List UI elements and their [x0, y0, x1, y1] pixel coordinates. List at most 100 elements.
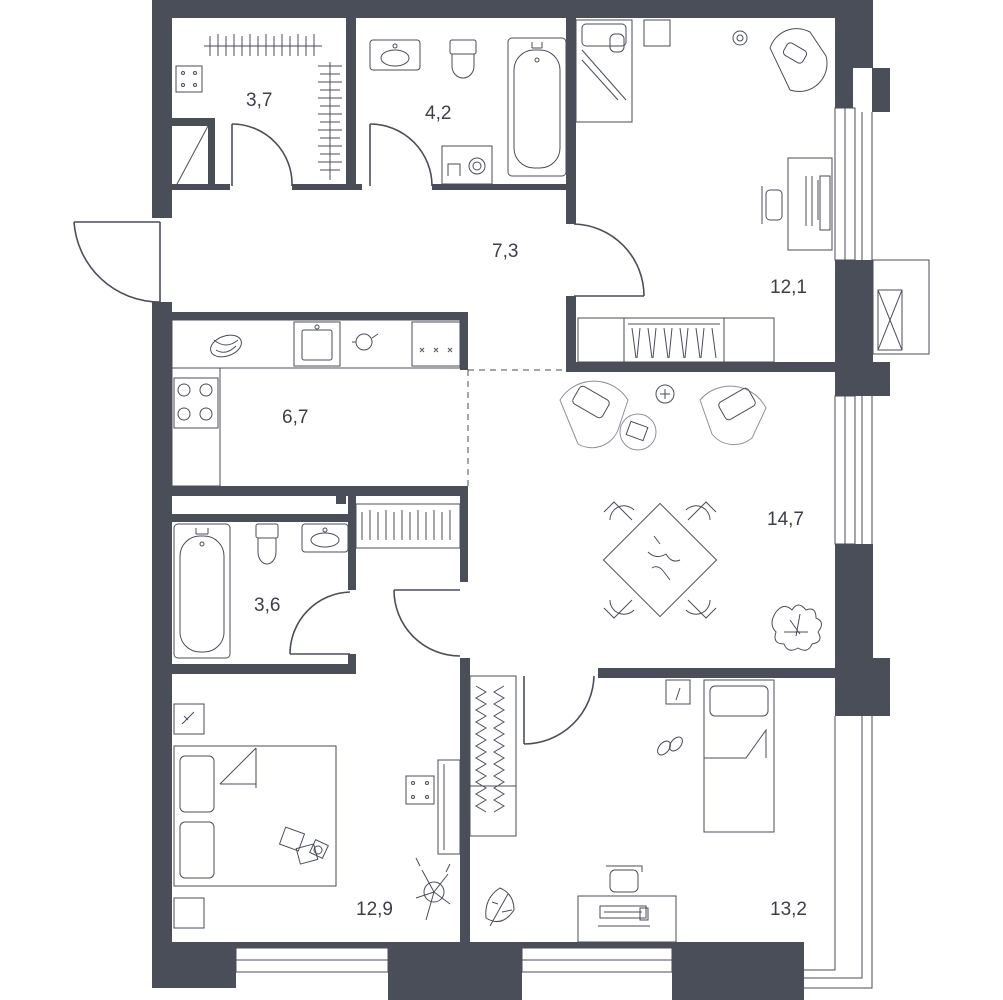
area-labels: 3,7 4,2 7,3 12,1 6,7 14,7 3,6 12,9 13,2: [246, 90, 807, 920]
bedroom2-clothes-pile: [278, 826, 329, 865]
area-label-bedroom-2: 12,9: [356, 899, 393, 920]
hall-wardrobe: [355, 503, 461, 549]
closet-rail-top: [204, 34, 322, 56]
area-label-bathroom-1: 4,2: [425, 103, 451, 124]
wall-bottom-mid: [388, 942, 522, 1000]
dining-table: [602, 501, 718, 619]
bedroom3-bed: [703, 679, 775, 833]
kitchen-counter-left: [171, 367, 221, 487]
closet-rail-side: [318, 62, 342, 180]
bedroom1-desk: [787, 157, 833, 251]
bedroom2-nightstand-top: [173, 703, 205, 735]
wall-top-right: [835, 0, 853, 108]
bedroom1-wardrobe: [577, 317, 775, 363]
bedroom1-bed: [575, 19, 633, 123]
wall-bedroom1-bottom: [566, 362, 836, 372]
bath2-toilet-tank: [255, 523, 279, 539]
bedroom1-armchair: [769, 28, 828, 92]
entrance-door-swing: [73, 221, 161, 303]
bath1-door-swing: [369, 123, 433, 187]
wall-pier-1: [872, 68, 890, 112]
teddy-bear: [609, 33, 625, 53]
bath2-toilet: [257, 537, 277, 565]
wall-bottom-left: [152, 942, 236, 988]
area-label-walk-in-closet: 3,7: [246, 90, 272, 111]
bath2-sink: [301, 523, 349, 553]
walls: [152, 0, 890, 1000]
bath2-bathtub: [173, 523, 231, 659]
area-label-bedroom-1: 12,1: [770, 277, 807, 298]
doors: [73, 123, 834, 745]
area-label-hallway: 7,3: [492, 241, 518, 262]
wall-left-lower: [152, 302, 172, 988]
bedroom3-plant: [485, 887, 515, 927]
closet-ottoman: [175, 65, 203, 93]
wall-closet-niche-top: [172, 118, 214, 126]
bath2-door-swing: [289, 591, 351, 655]
wall-closet2-right: [460, 486, 468, 582]
wall-bath-bottom: [432, 184, 574, 190]
bath1-washing-machine: [441, 145, 493, 185]
bedroom3-nightstand: [665, 679, 691, 705]
wall-top: [152, 0, 835, 18]
bedroom2-plant: [415, 857, 451, 921]
wall-closet-bottom-r: [292, 184, 362, 190]
wall-bath2-bottom-stub: [348, 654, 356, 674]
wall-right-pier-3: [835, 362, 890, 396]
wall-bedroom1-left-lower: [566, 296, 576, 370]
bedroom1-plant-pot: [732, 30, 748, 46]
kitchen-kettle: [355, 333, 373, 351]
wall-top-right-pier: [853, 0, 873, 68]
wall-bath2-top: [172, 514, 356, 522]
living-coffee-table: [619, 413, 657, 451]
ventilation-box: [872, 259, 930, 355]
bedroom1-nightstand: [643, 19, 671, 47]
living-side-table: [655, 384, 675, 404]
bedroom3-slippers: [657, 736, 683, 756]
wall-right-pier-4: [835, 544, 873, 660]
wall-left-upper: [152, 0, 172, 218]
bedroom3-desk: [577, 895, 677, 943]
wall-living-bottom: [598, 668, 838, 678]
windows: [235, 107, 930, 989]
wall-closet-bath: [346, 18, 356, 188]
area-label-living-room: 14,7: [767, 509, 804, 530]
wall-bath2-right: [348, 496, 356, 590]
wall-bath2-bottom: [172, 664, 356, 674]
wall-kitchen-bottom-step: [336, 486, 346, 504]
furniture: [171, 19, 833, 943]
wall-bottom-right: [672, 942, 804, 1000]
bath1-toilet: [451, 53, 475, 79]
bedroom3-door-swing: [523, 675, 595, 745]
closet-niche-diagonal: [175, 125, 209, 187]
wall-bedroom2-3: [460, 658, 470, 948]
bedroom3-chair: [606, 865, 643, 893]
wall-bath-bedroom: [566, 18, 576, 224]
bedroom2-dresser: [437, 759, 461, 855]
kitchen-counter-top: [171, 319, 461, 369]
area-label-kitchen: 6,7: [282, 407, 308, 428]
kitchen-sink: [293, 321, 341, 367]
wall-right-pier-2: [835, 260, 873, 362]
wall-right-pier-5: [835, 658, 890, 716]
wall-kitchen-right: [460, 312, 468, 370]
living-armchair-left: [559, 380, 629, 449]
wall-closet-bottom-l: [172, 184, 230, 190]
living-plant: [771, 604, 822, 651]
bedroom2-nightstand-bottom: [173, 897, 205, 929]
wall-bottom: [152, 942, 802, 948]
bedroom1-chair: [761, 186, 783, 224]
area-label-bathroom-2: 3,6: [254, 595, 280, 616]
bedroom2-bed: [173, 745, 337, 887]
bedroom1-door-swing: [573, 223, 645, 297]
bedroom2-ottoman: [405, 775, 435, 805]
bath1-bathtub: [507, 37, 567, 177]
area-label-bedroom-3: 13,2: [770, 899, 807, 920]
bath1-sink: [369, 39, 421, 71]
kitchen-cooktop-top: [411, 321, 461, 367]
window-bedroom3-corner: [804, 716, 836, 971]
bedroom3-wardrobe: [469, 675, 517, 837]
wall-kitchen-bottom: [172, 486, 468, 496]
closet-door-swing: [231, 123, 293, 187]
